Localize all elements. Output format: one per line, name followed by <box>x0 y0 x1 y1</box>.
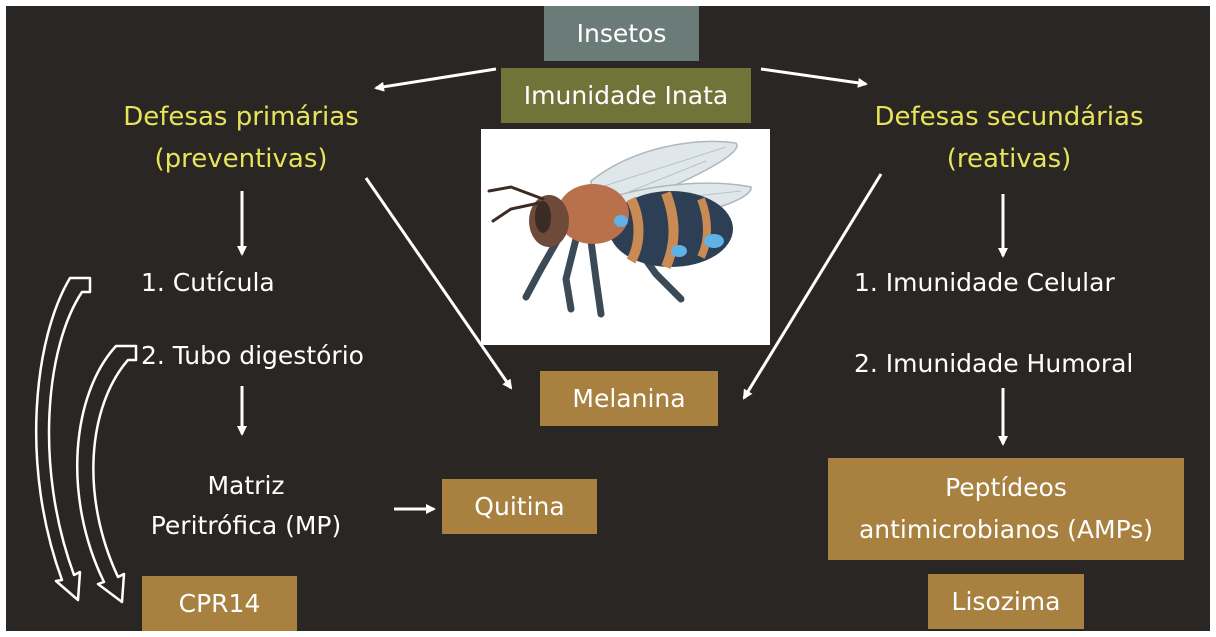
insetos-box: Insetos <box>544 6 699 61</box>
curved-arrow-gut-to-cpr14 <box>77 346 136 602</box>
melanin-box: Melanina <box>540 371 718 426</box>
primary-defenses-subtitle: (preventivas) <box>86 138 396 180</box>
amp-line2: antimicrobianos (AMPs) <box>859 509 1153 551</box>
chitin-label: Quitina <box>474 492 564 521</box>
cpr14-label: CPR14 <box>179 589 261 618</box>
arrow-to-primary <box>376 69 496 88</box>
melanin-label: Melanina <box>572 384 685 413</box>
insetos-label: Insetos <box>577 19 667 48</box>
bee-icon <box>481 129 770 345</box>
curved-arrow-cuticle-to-cpr14 <box>36 278 90 600</box>
cpr14-box: CPR14 <box>142 576 297 631</box>
secondary-defenses-subtitle: (reativas) <box>849 138 1169 180</box>
secondary-defenses-heading: Defesas secundárias (reativas) <box>849 96 1169 180</box>
lysozyme-box: Lisozima <box>928 574 1084 629</box>
bee-illustration-panel <box>481 129 770 345</box>
chitin-box: Quitina <box>442 479 597 534</box>
lysozyme-label: Lisozima <box>952 587 1061 616</box>
peritrophic-matrix-line2: Peritrófica (MP) <box>136 506 356 546</box>
innate-immunity-box: Imunidade Inata <box>501 68 751 123</box>
arrow-to-secondary <box>761 69 866 84</box>
cuticle-label: 1. Cutícula <box>141 268 275 297</box>
amp-line1: Peptídeos <box>945 467 1067 509</box>
primary-defenses-heading: Defesas primárias (preventivas) <box>86 96 396 180</box>
innate-immunity-label: Imunidade Inata <box>524 81 728 110</box>
peritrophic-matrix-label: Matriz Peritrófica (MP) <box>136 466 356 546</box>
amp-box: Peptídeos antimicrobianos (AMPs) <box>828 458 1184 560</box>
digestive-tract-label: 2. Tubo digestório <box>141 341 364 370</box>
cellular-immunity-label: 1. Imunidade Celular <box>854 268 1115 297</box>
humoral-immunity-label: 2. Imunidade Humoral <box>854 349 1133 378</box>
diagram-canvas: Insetos Imunidade Inata Defesas primária… <box>6 6 1210 631</box>
primary-defenses-title: Defesas primárias <box>86 96 396 138</box>
peritrophic-matrix-line1: Matriz <box>136 466 356 506</box>
secondary-defenses-title: Defesas secundárias <box>849 96 1169 138</box>
